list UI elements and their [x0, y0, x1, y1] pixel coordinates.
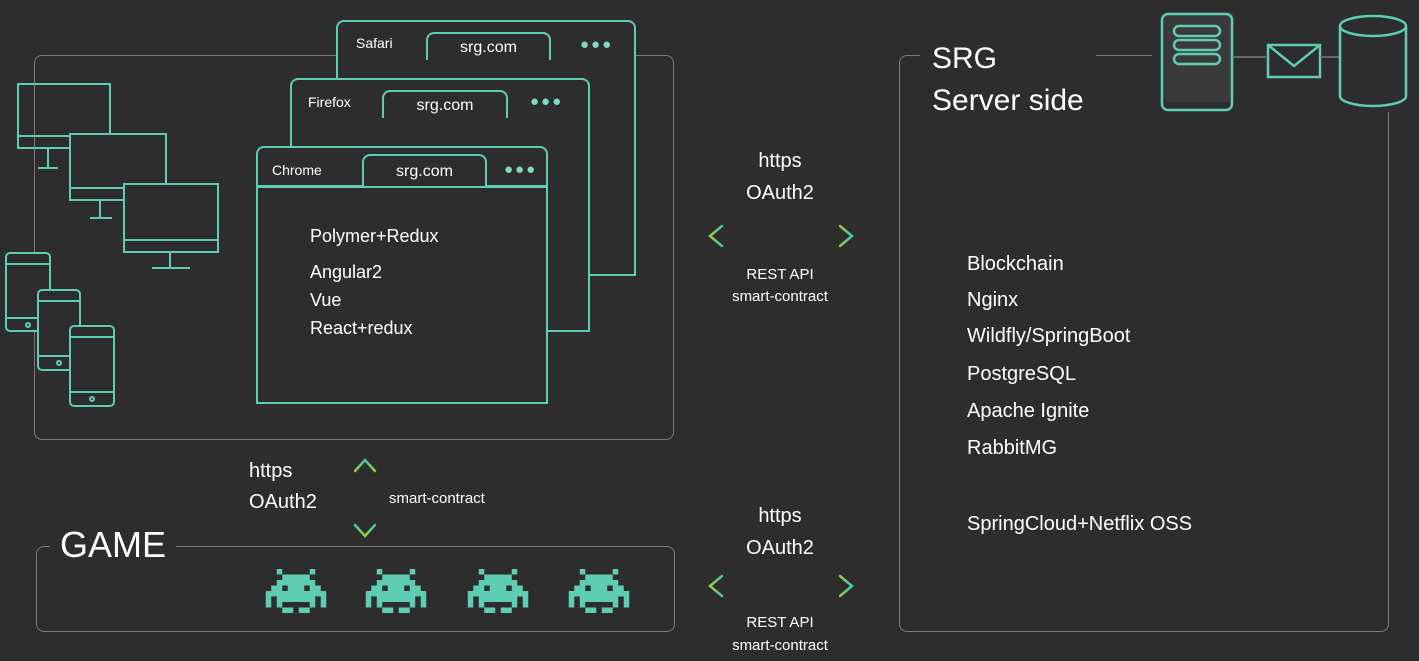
bidirectional-arrow-icon: [708, 224, 854, 248]
firefox-menu-dots-icon[interactable]: ●●●: [530, 93, 564, 110]
server-title-line1: SRG: [932, 42, 998, 75]
safari-url: srg.com: [460, 39, 517, 56]
chrome-url: srg.com: [396, 163, 453, 180]
server-title: SRG Server side: [920, 38, 1096, 122]
safari-url-tab[interactable]: srg.com: [426, 32, 551, 60]
server-item-springcloud: SpringCloud+Netflix OSS: [967, 513, 1193, 535]
safari-menu-dots-icon[interactable]: ●●●: [580, 36, 614, 53]
frontend-item-vue: Vue: [310, 290, 342, 310]
server-item-blockchain: Blockchain: [967, 253, 1064, 275]
safari-label: Safari: [356, 35, 393, 51]
server-item-nginx: Nginx: [967, 289, 1019, 311]
server-icons: [1160, 12, 1408, 112]
link-auth-oauth2: OAuth2: [746, 182, 814, 204]
firefox-url-tab[interactable]: srg.com: [382, 90, 508, 118]
server-rack-icon: [1160, 12, 1234, 112]
server-item-apache-ignite: Apache Ignite: [967, 400, 1090, 422]
server-title-line2: Server side: [932, 84, 1084, 117]
space-invader-icon: [365, 569, 427, 613]
server-item-rabbitmg: RabbitMG: [967, 437, 1058, 459]
server-item-wildfly: Wildfly/SpringBoot: [967, 325, 1131, 347]
space-invader-icon: [568, 569, 630, 613]
game-link-auth-oauth2: OAuth2: [249, 491, 317, 513]
mail-envelope-icon: [1266, 43, 1322, 79]
frontend-item-polymer: Polymer+Redux: [310, 226, 439, 246]
chrome-label: Chrome: [272, 162, 322, 178]
game-server-auth-oauth2: OAuth2: [746, 537, 814, 559]
link-rest-api: REST API: [746, 266, 814, 283]
game-link-protocol-https: https: [249, 460, 293, 482]
chrome-browser-window: [256, 146, 548, 404]
game-server-protocol-https: https: [758, 505, 802, 527]
tablet-icon: [69, 325, 115, 407]
link-protocol-https: https: [758, 150, 802, 172]
bidirectional-arrow-icon: [708, 574, 854, 598]
frontend-item-angular: Angular2: [310, 262, 383, 282]
desktop-monitor-icon: [123, 183, 219, 269]
game-server-smart-contract: smart-contract: [732, 637, 828, 654]
server-item-postgresql: PostgreSQL: [967, 363, 1076, 385]
link-smart-contract: smart-contract: [732, 288, 828, 305]
space-invader-icon: [265, 569, 327, 613]
frontend-item-react: React+redux: [310, 318, 413, 338]
database-cylinder-icon: [1338, 14, 1408, 108]
vertical-bidirectional-arrow-icon: [353, 458, 377, 538]
devices-icon-group: [5, 83, 219, 407]
game-server-rest-api: REST API: [746, 614, 814, 631]
game-group-box: [36, 546, 675, 632]
chrome-menu-dots-icon[interactable]: ●●●: [504, 161, 538, 178]
firefox-url: srg.com: [416, 97, 474, 114]
chrome-tabbar-divider: [258, 185, 546, 188]
server-group-box: [899, 55, 1389, 632]
space-invader-icon: [467, 569, 529, 613]
chrome-url-tab[interactable]: srg.com: [362, 154, 487, 186]
firefox-label: Firefox: [308, 94, 351, 110]
game-link-smart-contract: smart-contract: [389, 490, 485, 507]
game-title: GAME: [50, 524, 177, 566]
